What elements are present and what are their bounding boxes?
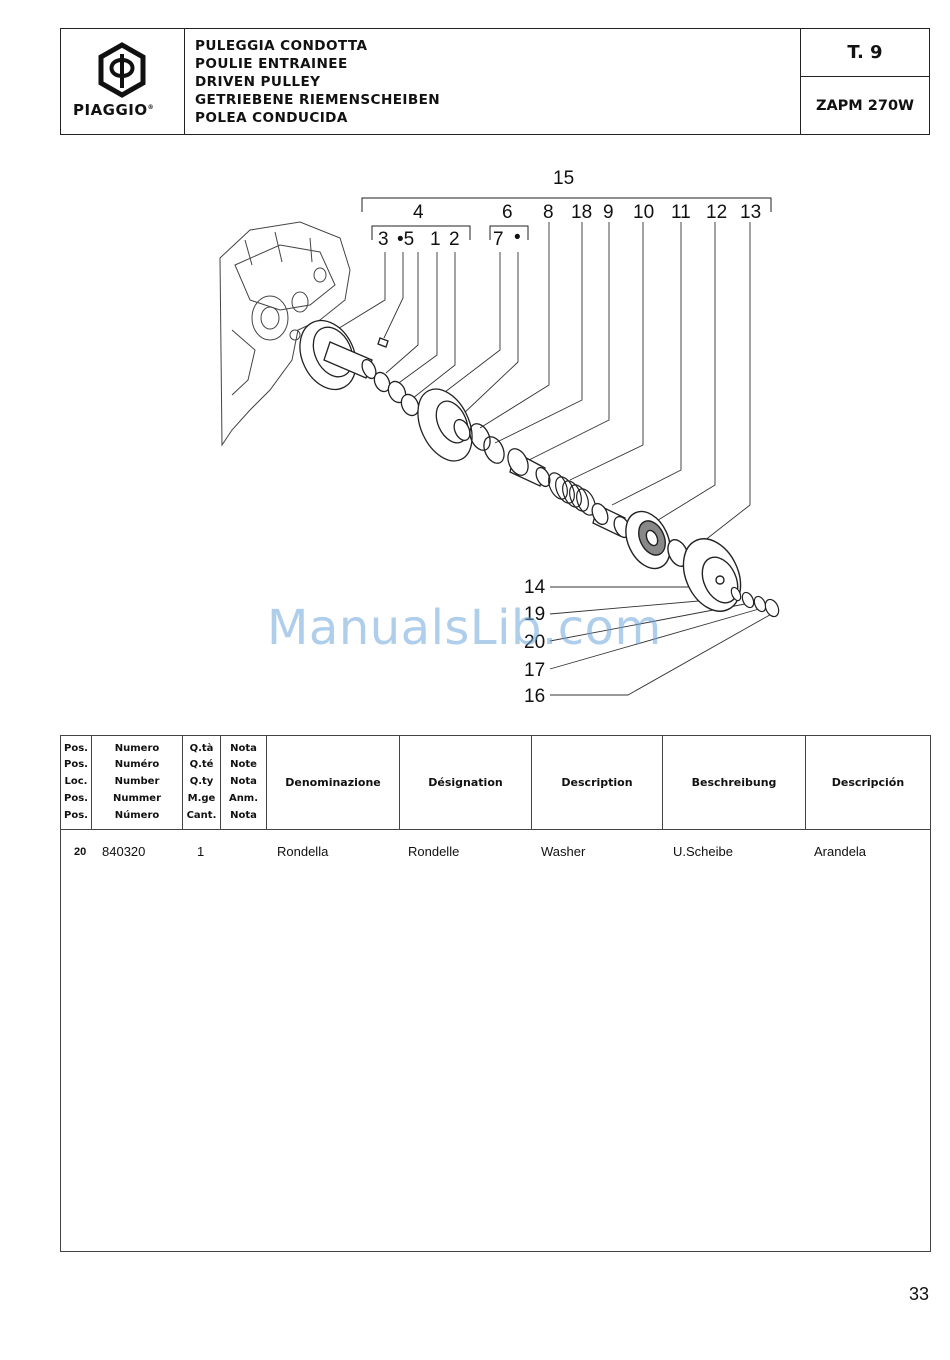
- brand-logo: PIAGGIO®: [61, 29, 185, 134]
- callout-8: 8: [543, 202, 554, 223]
- header-denominazione: Denominazione: [267, 736, 400, 829]
- piaggio-emblem-icon: [98, 42, 146, 98]
- brand-name: PIAGGIO®: [73, 101, 155, 119]
- callout-4: 4: [413, 202, 424, 223]
- callout-14: 14: [524, 577, 546, 598]
- callout-20: 20: [524, 632, 545, 653]
- watermark: ManualsLib.com: [267, 600, 662, 656]
- cell-italian: Rondella: [277, 844, 329, 859]
- callout-3: 3: [378, 229, 389, 250]
- callout-1: 1: [430, 229, 441, 250]
- cell-number: 840320: [102, 844, 146, 859]
- cell-english: Washer: [541, 844, 586, 859]
- exploded-parts-diagram: 15 4 6 8 18 9 10 11 12 13 3 •5 1 2 7 • 1…: [219, 168, 780, 707]
- callout-6: 6: [502, 202, 513, 223]
- callout-13: 13: [740, 202, 761, 223]
- callout-11: 11: [671, 202, 691, 223]
- table-reference: T. 9: [801, 29, 929, 77]
- callout-9: 9: [603, 202, 614, 223]
- title-italian: PULEGGIA CONDOTTA: [195, 38, 368, 54]
- reference-block: T. 9 ZAPM 270W: [801, 29, 929, 134]
- callout-5: •5: [397, 229, 414, 250]
- callout-12: 12: [706, 202, 727, 223]
- header-description: Description: [532, 736, 663, 829]
- title-german: GETRIEBENE RIEMENSCHEIBEN: [195, 92, 441, 108]
- title-english: DRIVEN PULLEY: [195, 74, 321, 90]
- title-french: POULIE ENTRAINEE: [195, 56, 348, 72]
- page-number: 33: [909, 1284, 930, 1304]
- page-header: PIAGGIO® PULEGGIA CONDOTTA POULIE ENTRAI…: [60, 28, 930, 135]
- header-descripcion: Descripción: [831, 776, 905, 789]
- title-block: PULEGGIA CONDOTTA POULIE ENTRAINEE DRIVE…: [185, 29, 801, 134]
- cell-pos: 20: [74, 846, 87, 858]
- callout-dot: •: [514, 227, 521, 248]
- cell-french: Rondelle: [408, 844, 460, 859]
- callout-19: 19: [524, 604, 545, 625]
- callout-7: 7: [493, 229, 504, 250]
- callout-18: 18: [571, 202, 592, 223]
- title-spanish: POLEA CONDUCIDA: [195, 110, 348, 126]
- model-code: ZAPM 270W: [815, 97, 915, 114]
- callout-17: 17: [524, 660, 545, 681]
- callout-15: 15: [553, 168, 574, 189]
- callout-10: 10: [633, 202, 654, 223]
- cell-spanish: Arandela: [814, 844, 867, 859]
- callout-2: 2: [449, 229, 460, 250]
- header-pos: Pos.Pos.Loc.Pos.Pos.: [61, 736, 92, 829]
- callout-16: 16: [524, 686, 545, 707]
- cell-qty: 1: [197, 844, 205, 859]
- cell-german: U.Scheibe: [673, 844, 733, 859]
- table-row: 20 840320 1 Rondella Rondelle Washer U.S…: [61, 844, 930, 862]
- header-designation: Désignation: [400, 736, 532, 829]
- header-beschreibung: Beschreibung: [663, 736, 806, 829]
